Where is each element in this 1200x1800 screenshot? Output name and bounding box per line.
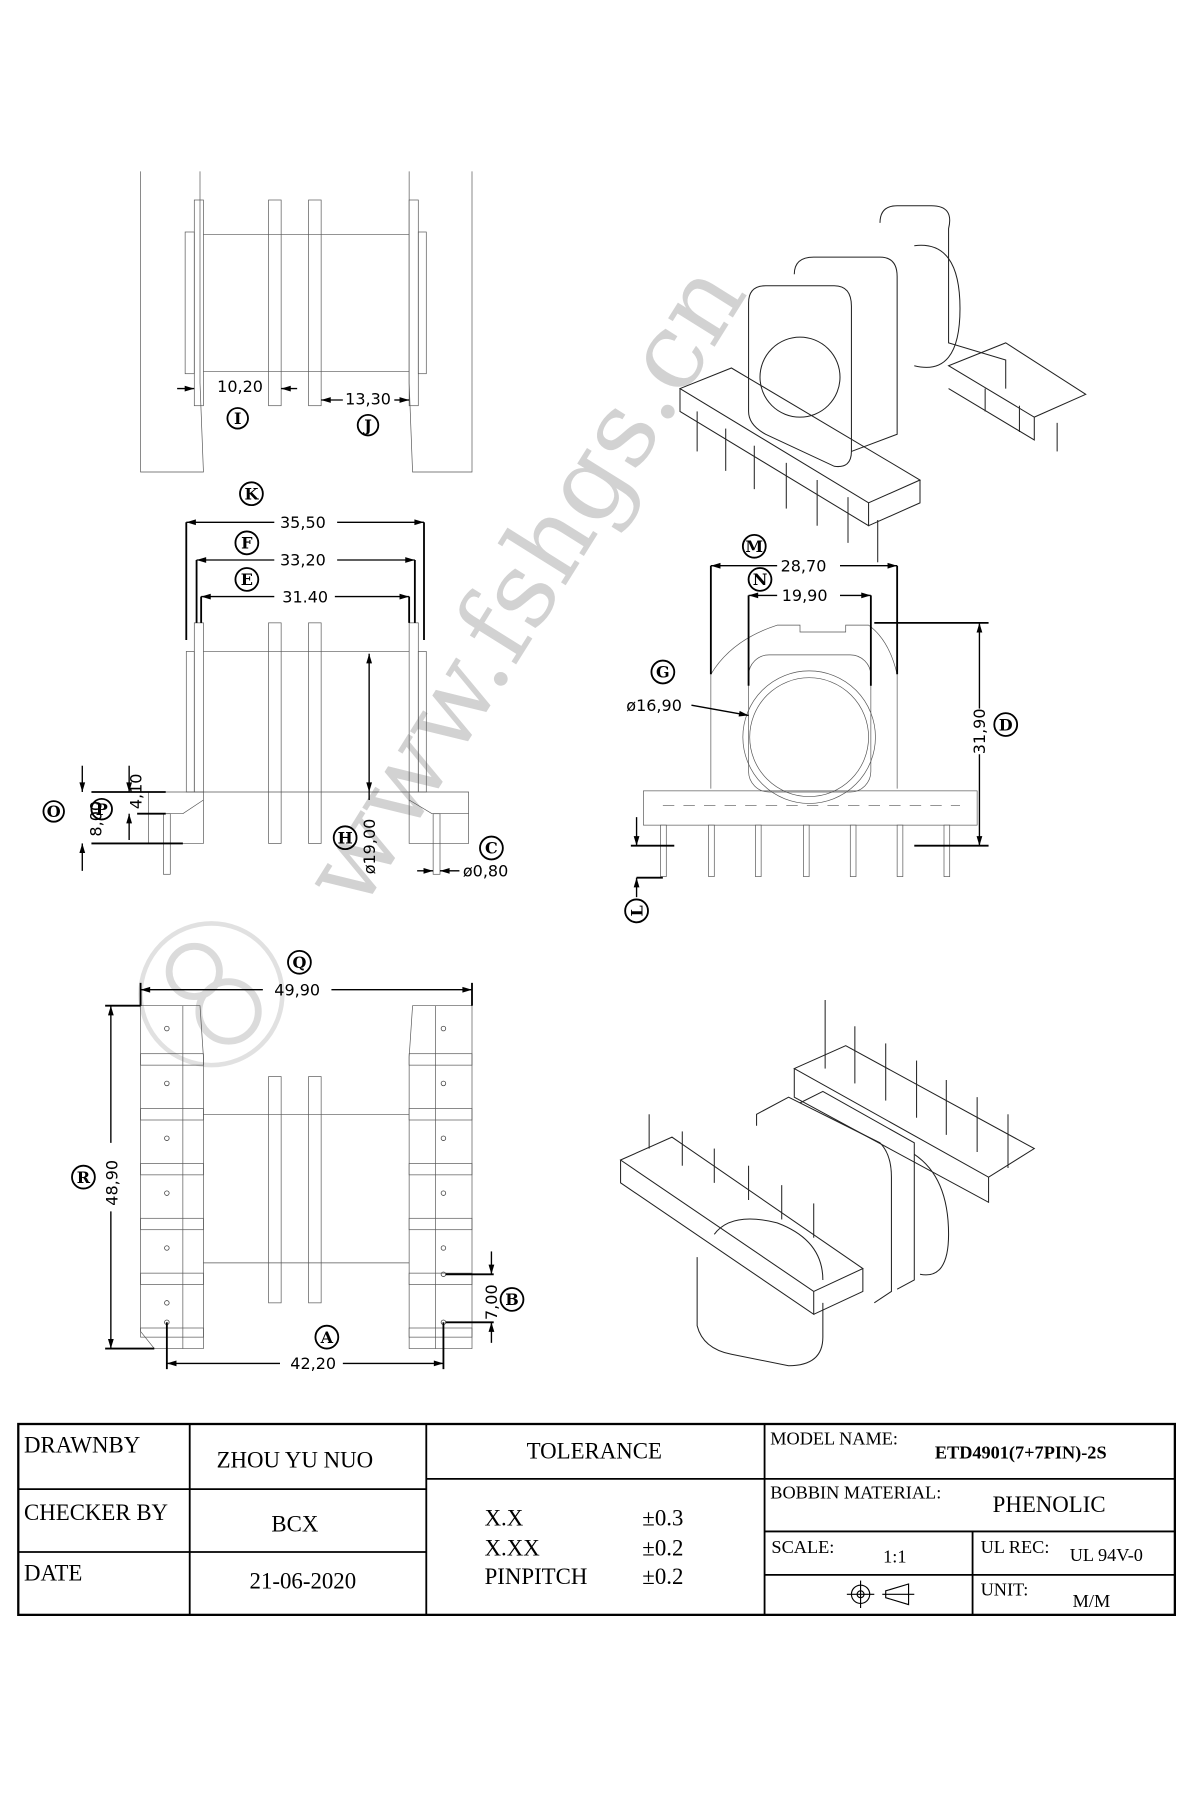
- svg-text:M: M: [745, 537, 763, 556]
- model-label: MODEL NAME:: [770, 1429, 898, 1449]
- dim-I-label: I: [226, 407, 249, 430]
- svg-text:L: L: [627, 905, 646, 916]
- scale-value: 1:1: [883, 1546, 906, 1566]
- svg-text:Q: Q: [292, 953, 306, 972]
- dim-R-value: 48,90: [103, 1160, 122, 1206]
- dim-O-label: O: [42, 800, 65, 823]
- dim-Q-value: 49,90: [274, 980, 320, 999]
- front-view: 35,50 33,20 31.40 K F E ø19,00 H 8,00 4,…: [42, 481, 508, 881]
- dim-G-value: ø16,90: [626, 696, 682, 715]
- tolerance-value-2: ±0.2: [642, 1564, 683, 1589]
- svg-text:B: B: [505, 1290, 519, 1309]
- scale-label: SCALE:: [771, 1537, 834, 1557]
- isometric-view-top: [678, 205, 1087, 563]
- date-value: 21-06-2020: [250, 1569, 357, 1594]
- svg-text:G: G: [656, 663, 670, 682]
- dim-D-value: 31,90: [970, 708, 989, 754]
- ul-value: UL 94V-0: [1070, 1545, 1143, 1565]
- dim-L-label: L: [624, 898, 649, 924]
- svg-text:N: N: [753, 570, 768, 589]
- checker-label: CHECKER BY: [24, 1500, 168, 1525]
- dim-H-label: H: [332, 825, 358, 851]
- dim-E-label: E: [234, 567, 260, 592]
- dim-M-value: 28,70: [781, 556, 827, 575]
- model-value: ETD4901(7+7PIN)-2S: [935, 1442, 1107, 1463]
- top-view: 10,20 I 13,30 J: [140, 171, 473, 473]
- svg-text:R: R: [77, 1168, 91, 1187]
- dim-H-value: ø19,00: [360, 819, 379, 875]
- dim-M-label: M: [741, 533, 767, 559]
- dim-G-label: G: [650, 659, 676, 685]
- dim-J-value: 13,30: [345, 390, 391, 409]
- svg-text:K: K: [244, 484, 259, 503]
- dim-J-label: J: [356, 413, 380, 437]
- dim-P-label: P: [90, 797, 113, 821]
- watermark-seal: [138, 921, 285, 1068]
- dim-K-value: 35,50: [280, 513, 326, 532]
- dim-N-label: N: [747, 567, 773, 592]
- title-block: DRAWNBY ZHOU YU NUO CHECKER BY BCX DATE …: [17, 1422, 1176, 1616]
- dim-C-value: ø0,80: [463, 862, 508, 881]
- side-view: 28,70 19,90 M N 31,90 D G ø16,90 L: [624, 533, 1019, 924]
- svg-text:A: A: [320, 1328, 334, 1347]
- dim-B-value: 7,00: [482, 1284, 501, 1320]
- svg-text:P: P: [96, 800, 108, 819]
- dim-K-label: K: [239, 481, 264, 507]
- dim-P-value: 4,10: [127, 774, 146, 810]
- watermark: www.fshgs.cn: [138, 241, 770, 1068]
- checker-value: BCX: [271, 1511, 318, 1536]
- unit-value: M/M: [1073, 1591, 1111, 1611]
- tolerance-value-1: ±0.2: [642, 1535, 683, 1560]
- svg-text:J: J: [362, 416, 372, 435]
- svg-text:D: D: [999, 715, 1013, 734]
- tolerance-name-1: X.XX: [485, 1535, 541, 1560]
- dim-I-value: 10,20: [217, 377, 263, 396]
- tolerance-value-0: ±0.3: [642, 1506, 683, 1531]
- dim-F-value: 33,20: [280, 551, 326, 570]
- tolerance-name-0: X.X: [485, 1506, 524, 1531]
- ul-label: UL REC:: [981, 1537, 1050, 1557]
- drawn-by-label: DRAWNBY: [24, 1433, 140, 1458]
- dim-A-label: A: [314, 1324, 340, 1350]
- dim-Q-label: Q: [287, 949, 312, 975]
- dim-F-label: F: [234, 530, 260, 556]
- isometric-view-bottom: [619, 1000, 1036, 1367]
- dim-C-label: C: [479, 835, 504, 861]
- svg-text:H: H: [338, 828, 353, 847]
- svg-text:F: F: [241, 534, 253, 553]
- dim-E-value: 31.40: [282, 587, 328, 606]
- date-label: DATE: [24, 1561, 82, 1586]
- tolerance-label: TOLERANCE: [527, 1438, 662, 1463]
- svg-text:E: E: [241, 570, 253, 589]
- dim-B-label: B: [499, 1287, 525, 1312]
- unit-label: UNIT:: [981, 1579, 1029, 1599]
- dim-N-value: 19,90: [782, 586, 828, 605]
- material-label: BOBBIN MATERIAL:: [770, 1482, 941, 1502]
- dim-A-value: 42,20: [290, 1354, 336, 1373]
- dim-D-label: D: [993, 712, 1019, 737]
- projection-symbol-icon: [846, 1580, 915, 1608]
- svg-text:C: C: [485, 839, 498, 858]
- svg-text:I: I: [234, 409, 241, 428]
- tolerance-name-2: PINPITCH: [485, 1564, 588, 1589]
- material-value: PHENOLIC: [993, 1492, 1106, 1517]
- watermark-text: www.fshgs.cn: [277, 241, 770, 928]
- dim-R-label: R: [71, 1164, 96, 1190]
- bottom-view: 49,90 Q 48,90 R 42,20 A 7,00 B: [71, 949, 525, 1373]
- drawn-by-value: ZHOU YU NUO: [217, 1447, 374, 1472]
- svg-text:O: O: [47, 802, 61, 821]
